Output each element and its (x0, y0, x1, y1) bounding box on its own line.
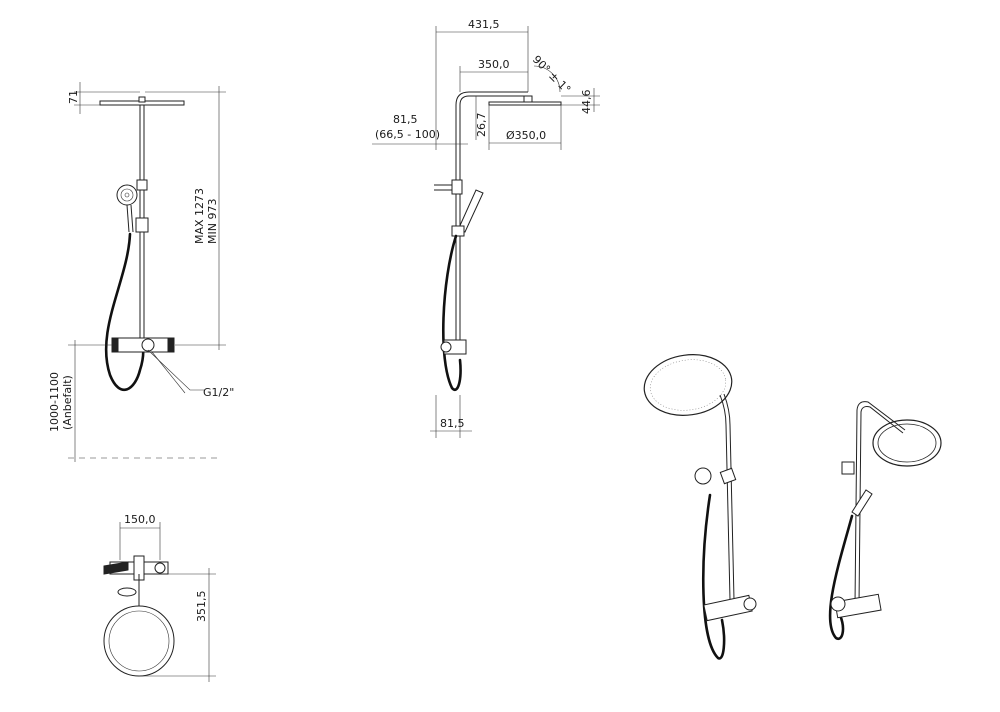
mixer-handle-right (167, 337, 175, 353)
iso-hose (701, 493, 726, 660)
mixer-connection-icon (141, 338, 155, 352)
side-holder (451, 225, 465, 237)
head-thickness-label: 71 (67, 90, 80, 104)
wall-offset-range-label: (66,5 - 100) (375, 128, 440, 141)
arm-length-label: 350,0 (478, 58, 510, 71)
base-offset-label: 81,5 (440, 417, 465, 430)
max-height-label: MAX 1273 (193, 188, 206, 244)
iso-rear-rain-head (872, 419, 942, 467)
side-view: 431,5 350,0 90° ± 1° 44,6 26,7 Ø350,0 81… (372, 18, 600, 438)
plan-hand-shower (117, 587, 137, 597)
plan-shower-head (103, 605, 175, 677)
plan-handle (103, 561, 129, 575)
connection-label: G1/2" (203, 386, 234, 399)
head-height-label: 44,6 (580, 90, 593, 115)
arm-angle-arc (533, 65, 561, 93)
iso-rear-hose (828, 514, 854, 641)
wall-offset-label: 81,5 (393, 113, 418, 126)
mixer-handle-left (111, 337, 119, 353)
arm-drop-label: 26,7 (475, 113, 488, 138)
iso-rear-riser (854, 401, 906, 606)
side-shower-head (488, 101, 562, 106)
arm-angle-label: 90° ± 1° (530, 53, 573, 96)
head-connector (138, 96, 146, 103)
hand-shower-grip (126, 204, 130, 233)
connection-leader (147, 349, 205, 391)
riser-joint (136, 179, 148, 191)
front-view: G1/2" 71 MAX 1273 MIN 973 1000-1100 (Anb… (48, 82, 234, 462)
iso-hand-shower (694, 467, 712, 485)
handshower-holder (135, 217, 149, 233)
shower-hose (104, 232, 145, 392)
side-hose (442, 234, 462, 391)
plan-view: 150,0 351,5 (103, 513, 216, 682)
plan-depth-label: 351,5 (195, 591, 208, 623)
iso-view-rear (828, 401, 942, 641)
inlet-spacing-label: 150,0 (124, 513, 156, 526)
side-head-joint (523, 95, 533, 103)
head-diameter-label: Ø350,0 (506, 129, 546, 142)
hand-shower-face (116, 184, 138, 206)
install-height-label: 1000-1100 (48, 372, 61, 432)
iso-rain-head (643, 354, 733, 416)
iso-riser (719, 394, 731, 601)
iso-view-front (643, 354, 757, 660)
iso-rear-hand-shower (851, 489, 873, 517)
total-projection-label: 431,5 (468, 18, 500, 31)
install-height-note: (Anbefalt) (61, 375, 74, 430)
min-height-label: MIN 973 (206, 199, 219, 244)
side-arm (455, 91, 528, 106)
